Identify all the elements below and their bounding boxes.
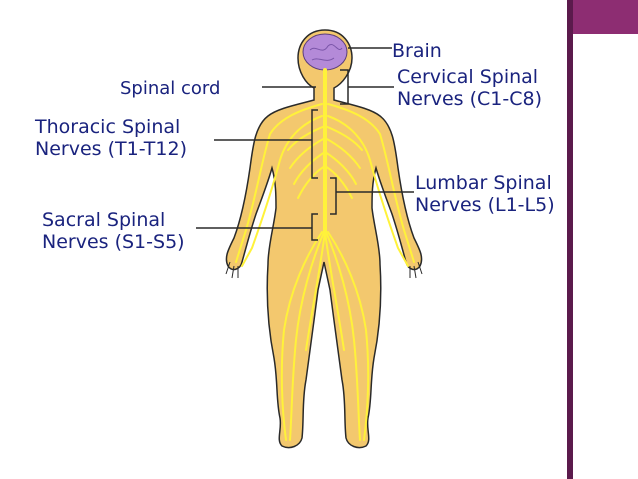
nerve-network <box>235 68 415 441</box>
label-cervical: Cervical Spinal Nerves (C1-C8) <box>397 66 542 110</box>
leader-lines <box>196 47 414 229</box>
lumbar-bracket <box>330 177 337 215</box>
label-sacral-line2: Nerves (S1-S5) <box>42 231 185 253</box>
label-thoracic-line1: Thoracic Spinal <box>35 116 181 138</box>
label-brain: Brain <box>392 40 442 62</box>
label-brain-text: Brain <box>392 40 442 62</box>
label-spinal-cord-text: Spinal cord <box>120 78 221 99</box>
label-lumbar-line2: Nerves (L1-L5) <box>415 194 555 216</box>
label-thoracic-line2: Nerves (T1-T12) <box>35 138 187 160</box>
thoracic-bracket <box>311 109 318 179</box>
label-thoracic: Thoracic Spinal Nerves (T1-T12) <box>35 116 187 160</box>
sacral-bracket <box>311 213 318 241</box>
accent-bar-edge <box>567 0 573 479</box>
left-hand-fingers <box>225 261 239 279</box>
right-hand-fingers <box>409 261 423 279</box>
brain-shape <box>302 33 348 71</box>
accent-bar-top <box>573 0 638 34</box>
label-lumbar: Lumbar Spinal Nerves (L1-L5) <box>415 172 555 216</box>
label-sacral: Sacral Spinal Nerves (S1-S5) <box>42 209 185 253</box>
label-cervical-line2: Nerves (C1-C8) <box>397 88 542 110</box>
label-lumbar-line1: Lumbar Spinal <box>415 172 552 194</box>
label-sacral-line1: Sacral Spinal <box>42 209 166 231</box>
label-cervical-line1: Cervical Spinal <box>397 66 539 88</box>
accent-bar <box>567 0 638 479</box>
brain-folds <box>309 44 343 61</box>
label-spinal-cord: Spinal cord <box>120 78 220 100</box>
